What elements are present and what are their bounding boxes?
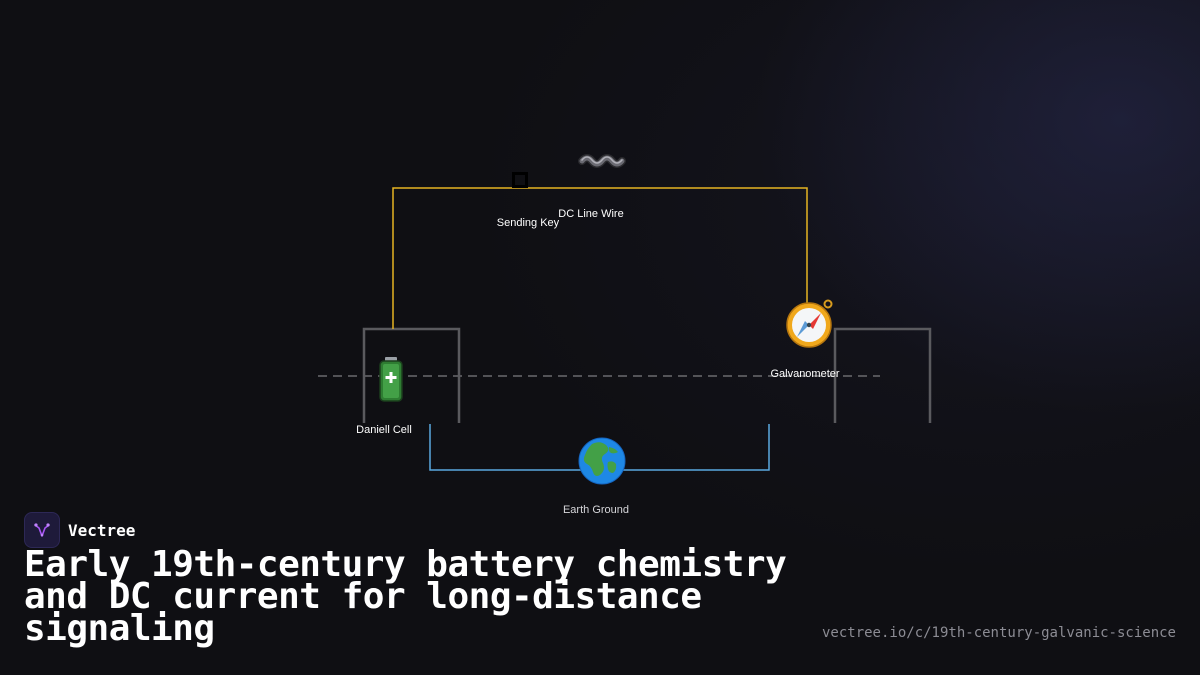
daniell-cell-bracket bbox=[362, 327, 461, 423]
vectree-logo-icon bbox=[24, 512, 60, 548]
brand: Vectree bbox=[24, 512, 135, 548]
galvanometer-bracket bbox=[833, 327, 932, 423]
page-title: Early 19th-century battery chemistry and… bbox=[24, 544, 787, 649]
line-circuit-wire bbox=[392, 187, 808, 329]
galvanometer-label: Galvanometer bbox=[770, 368, 839, 380]
globe-icon[interactable] bbox=[578, 437, 626, 485]
dc-line-wire-label: DC Line Wire bbox=[558, 208, 623, 220]
square-key-icon[interactable] bbox=[512, 172, 528, 188]
wavy-wire-icon[interactable] bbox=[578, 154, 626, 168]
earth-ground-label: Earth Ground bbox=[563, 504, 629, 516]
sending-key-label: Sending Key bbox=[497, 217, 560, 229]
battery-icon[interactable] bbox=[379, 357, 403, 402]
brand-name: Vectree bbox=[68, 520, 136, 540]
source-url[interactable]: vectree.io/c/19th-century-galvanic-scien… bbox=[821, 625, 1176, 641]
daniell-cell-label: Daniell Cell bbox=[356, 424, 412, 436]
compass-icon[interactable] bbox=[786, 299, 833, 348]
